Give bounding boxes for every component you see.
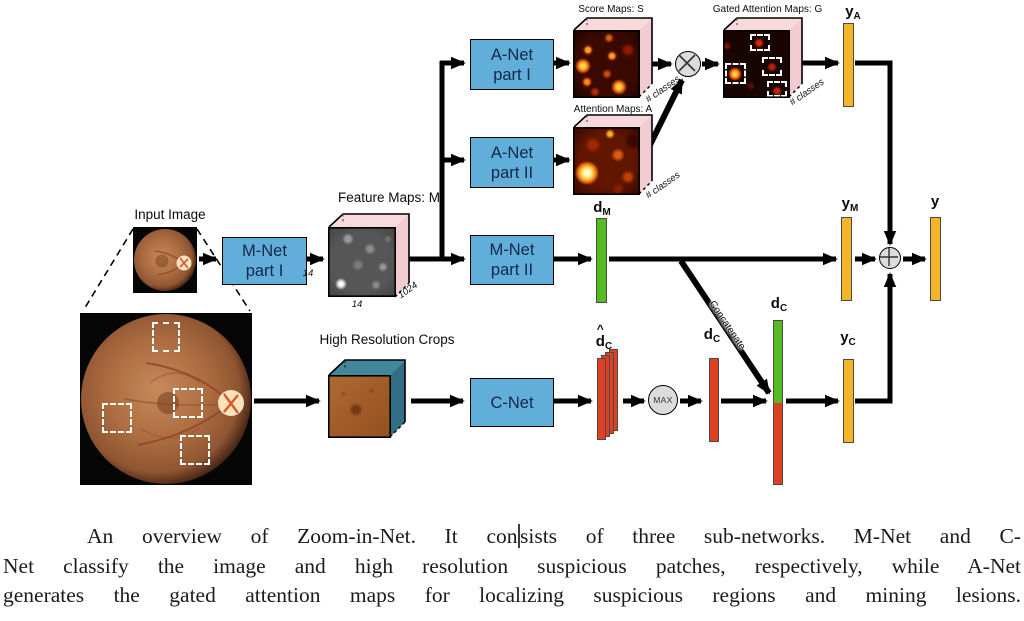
anet-part1-box: A-Net part I bbox=[470, 39, 554, 90]
attention-maps-cube bbox=[573, 114, 653, 195]
lesion-box bbox=[750, 34, 770, 51]
ya-vector-bar bbox=[843, 23, 854, 107]
add-icon bbox=[879, 247, 901, 269]
feature-maps-label: Feature Maps: M bbox=[337, 190, 441, 205]
ym-vector-bar bbox=[841, 217, 852, 301]
suspicious-region-box bbox=[152, 322, 180, 352]
box-label: M-Net bbox=[242, 242, 287, 260]
ya-label: yA bbox=[845, 3, 861, 22]
box-label: A-Net bbox=[490, 45, 534, 64]
gated-attention-maps-label: Gated Attention Maps: G bbox=[712, 4, 823, 15]
lesion-box bbox=[767, 81, 787, 97]
dc-hat-vector-stack bbox=[593, 345, 623, 443]
box-label: C-Net bbox=[490, 393, 534, 412]
text-cursor bbox=[518, 524, 520, 548]
box-label: M-Net bbox=[489, 241, 535, 259]
suspicious-region-box bbox=[180, 435, 210, 465]
dim-14-bottom-label: 14 bbox=[351, 299, 363, 310]
dim-14-left-label: 14 bbox=[302, 268, 314, 279]
cnet-box: C-Net bbox=[470, 378, 554, 427]
yc-vector-bar bbox=[843, 359, 854, 443]
max-pool-node: MAX bbox=[648, 385, 678, 415]
box-label: part I bbox=[493, 65, 531, 84]
box-label: A-Net bbox=[490, 143, 534, 162]
dc-concat-vector-bar bbox=[773, 320, 783, 485]
mnet-part2-box: M-Net part II bbox=[470, 235, 554, 285]
y-vector-bar bbox=[930, 217, 941, 301]
yc-label: yC bbox=[840, 329, 856, 348]
high-res-crops-label: High Resolution Crops bbox=[319, 332, 455, 347]
attention-maps-label: Attention Maps: A bbox=[573, 104, 653, 115]
ym-label: yM bbox=[841, 195, 859, 214]
lesion-box bbox=[762, 57, 782, 76]
anet-part2-box: A-Net part II bbox=[470, 137, 554, 188]
box-label: part II bbox=[490, 261, 534, 279]
dc-concat-label: dC bbox=[770, 295, 788, 314]
caption-line-3: generates the gated attention maps for l… bbox=[3, 583, 1021, 607]
box-label: part II bbox=[490, 163, 534, 182]
dc-max-vector-bar bbox=[709, 358, 719, 442]
y-label: y bbox=[930, 193, 940, 210]
dm-vector-bar bbox=[596, 218, 607, 303]
retina-image bbox=[80, 313, 252, 485]
suspicious-region-box bbox=[173, 388, 203, 418]
score-maps-label: Score Maps: S bbox=[578, 4, 644, 15]
gated-attention-maps-cube bbox=[723, 17, 803, 98]
dc-hat-label: ^dC bbox=[595, 322, 613, 352]
multiply-icon bbox=[675, 51, 701, 77]
input-image-thumbnail bbox=[133, 227, 197, 293]
feature-maps-cube bbox=[328, 213, 410, 298]
score-maps-cube bbox=[573, 17, 653, 98]
box-label: part I bbox=[245, 262, 284, 280]
input-image-label: Input Image bbox=[134, 207, 206, 222]
high-res-crops-cube bbox=[328, 359, 406, 438]
suspicious-region-box bbox=[102, 403, 132, 433]
dm-label: dM bbox=[593, 199, 611, 218]
dc-max-label: dC bbox=[703, 326, 721, 345]
lesion-box bbox=[725, 63, 746, 84]
max-label: MAX bbox=[653, 395, 673, 405]
mnet-part1-box: M-Net part I bbox=[222, 237, 307, 285]
caption-line-2: Net classify the image and high resoluti… bbox=[3, 553, 1021, 578]
